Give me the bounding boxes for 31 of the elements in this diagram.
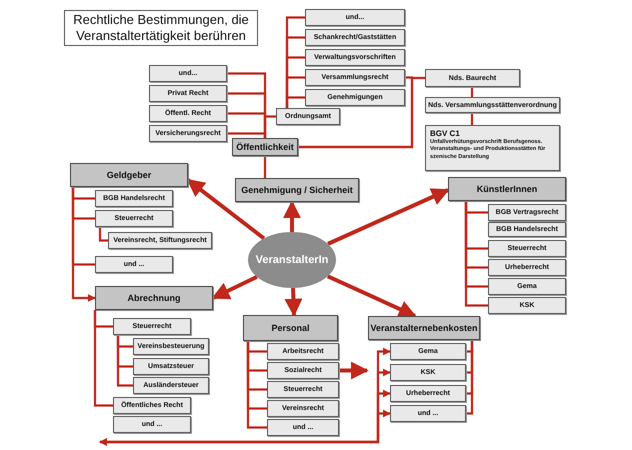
category-box: Abrechnung <box>95 286 213 310</box>
category-box: KünstlerInnen <box>448 177 566 201</box>
arrow <box>186 178 266 240</box>
connector-line <box>264 156 266 178</box>
category-box: Personal <box>243 315 338 341</box>
category-box: Öffentlichkeit <box>232 138 298 156</box>
connector-line <box>464 201 488 307</box>
arrow <box>327 188 450 246</box>
arrow <box>326 274 417 318</box>
arrow <box>99 410 391 446</box>
connector-line <box>98 227 108 242</box>
arrow <box>72 187 96 302</box>
connector-line <box>116 335 133 387</box>
category-box: Geldgeber <box>70 163 188 187</box>
category-box: Veranstalternebenkosten <box>368 316 480 340</box>
arrow <box>284 288 302 317</box>
connector-line <box>94 310 113 407</box>
connector-line <box>264 115 276 138</box>
actor-ellipse: VeranstalterIn <box>248 232 336 288</box>
arrow <box>339 362 369 380</box>
connector-line <box>286 96 305 108</box>
connector-line <box>246 341 267 429</box>
note-box <box>425 125 560 171</box>
arrow <box>283 200 301 232</box>
connector-line <box>466 340 474 415</box>
connector-line <box>470 113 474 125</box>
connector-line <box>470 87 474 97</box>
title-box: Rechtliche Bestimmungen, die Veranstaltertätigkeit berühren <box>64 10 258 46</box>
arrow <box>211 275 258 300</box>
note-heading: BGV C1 <box>430 129 460 138</box>
category-box: Genehmigung / Sicherheit <box>235 178 359 202</box>
